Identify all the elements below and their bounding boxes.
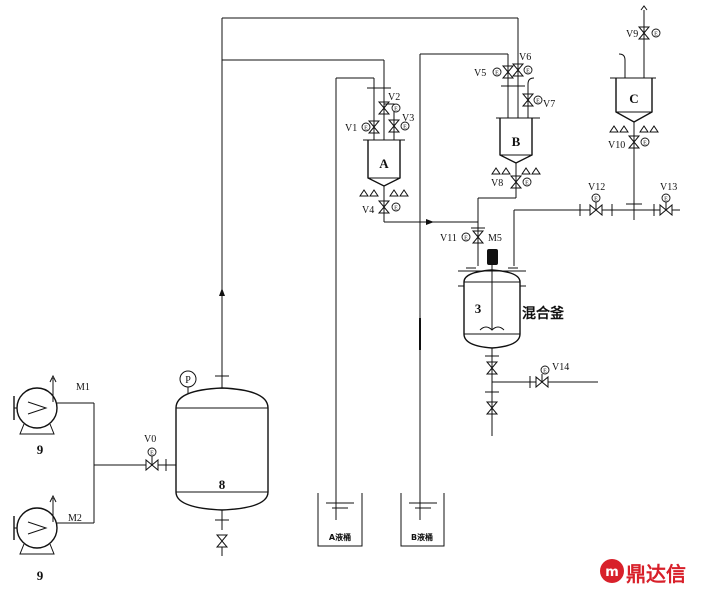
main-vessel bbox=[175, 387, 269, 556]
motor-1-label: M1 bbox=[76, 382, 90, 393]
mixer-inlet bbox=[471, 222, 485, 266]
valve-v0-label: V0 bbox=[144, 434, 156, 445]
tank-c bbox=[609, 77, 659, 220]
valve-v3-label: V3 bbox=[402, 113, 414, 124]
valve-v6-label: V6 bbox=[519, 52, 531, 63]
tank-a bbox=[359, 139, 478, 225]
valve-v11-label: V11 bbox=[440, 233, 457, 244]
valve-v10 bbox=[628, 135, 650, 149]
tank-b-label: B bbox=[512, 134, 521, 149]
mixer-motor bbox=[487, 249, 498, 330]
svg-text:m: m bbox=[605, 565, 619, 580]
brand-logo-text: 鼎达信 bbox=[626, 562, 686, 586]
mixer-motor-label: M5 bbox=[488, 233, 502, 244]
bucket-b-label: B液桶 bbox=[411, 532, 433, 542]
pressure-gauge bbox=[179, 370, 197, 394]
valve-v9-label: V9 bbox=[626, 29, 638, 40]
bucket-a-label: A液桶 bbox=[329, 532, 351, 542]
tank-c-feed bbox=[618, 5, 648, 78]
pump-1-label: 9 bbox=[37, 442, 44, 457]
pump-2-label: 9 bbox=[37, 568, 44, 583]
valve-v7-label: V7 bbox=[543, 99, 555, 110]
valve-v12-label: V12 bbox=[588, 182, 605, 193]
valve-v2-label: V2 bbox=[388, 92, 400, 103]
mixer-vessel bbox=[458, 267, 598, 436]
bucket-b bbox=[400, 493, 445, 547]
valve-v8-label: V8 bbox=[491, 178, 503, 189]
valve-v9 bbox=[638, 26, 661, 40]
valve-v0 bbox=[145, 447, 159, 471]
tank-b bbox=[477, 117, 541, 222]
tank-c-label: C bbox=[629, 91, 638, 106]
pump-manifold-pipe bbox=[93, 403, 176, 523]
mixer-name-label: 混合釜 bbox=[522, 305, 565, 322]
valve-v1 bbox=[361, 120, 380, 134]
valve-v7 bbox=[522, 93, 543, 107]
valve-v1-label: V1 bbox=[345, 123, 357, 134]
valve-v10-label: V10 bbox=[608, 140, 625, 151]
brand-logo-icon: m bbox=[600, 559, 624, 583]
motor-2-label: M2 bbox=[68, 513, 82, 524]
valve-v6 bbox=[512, 63, 533, 77]
valve-v8 bbox=[510, 175, 532, 189]
pump-2 bbox=[13, 494, 94, 555]
main-vessel-label: 8 bbox=[219, 477, 226, 492]
tank-c-outlet-line bbox=[513, 203, 680, 266]
pump-1 bbox=[13, 374, 94, 435]
valve-v5 bbox=[492, 65, 514, 79]
tank-a-label: A bbox=[379, 156, 389, 171]
valve-v13-label: V13 bbox=[660, 182, 677, 193]
valve-v5-label: V5 bbox=[474, 68, 486, 79]
mixer-label: 3 bbox=[475, 301, 482, 316]
valve-v4-label: V4 bbox=[362, 205, 374, 216]
brand-logo: m bbox=[598, 556, 698, 586]
main-feed-pipe bbox=[215, 17, 518, 388]
bucket-a bbox=[317, 493, 363, 547]
pressure-gauge-label: P bbox=[185, 375, 191, 386]
bucket-a-line bbox=[335, 77, 375, 520]
valve-v12 bbox=[589, 193, 603, 216]
valve-v11 bbox=[461, 230, 484, 244]
valve-v13 bbox=[659, 193, 673, 216]
tank-b-feed bbox=[501, 18, 535, 118]
valve-v14 bbox=[535, 365, 550, 388]
valve-v4 bbox=[378, 200, 401, 214]
valve-v14-label: V14 bbox=[552, 362, 569, 373]
bucket-b-line bbox=[419, 53, 509, 520]
